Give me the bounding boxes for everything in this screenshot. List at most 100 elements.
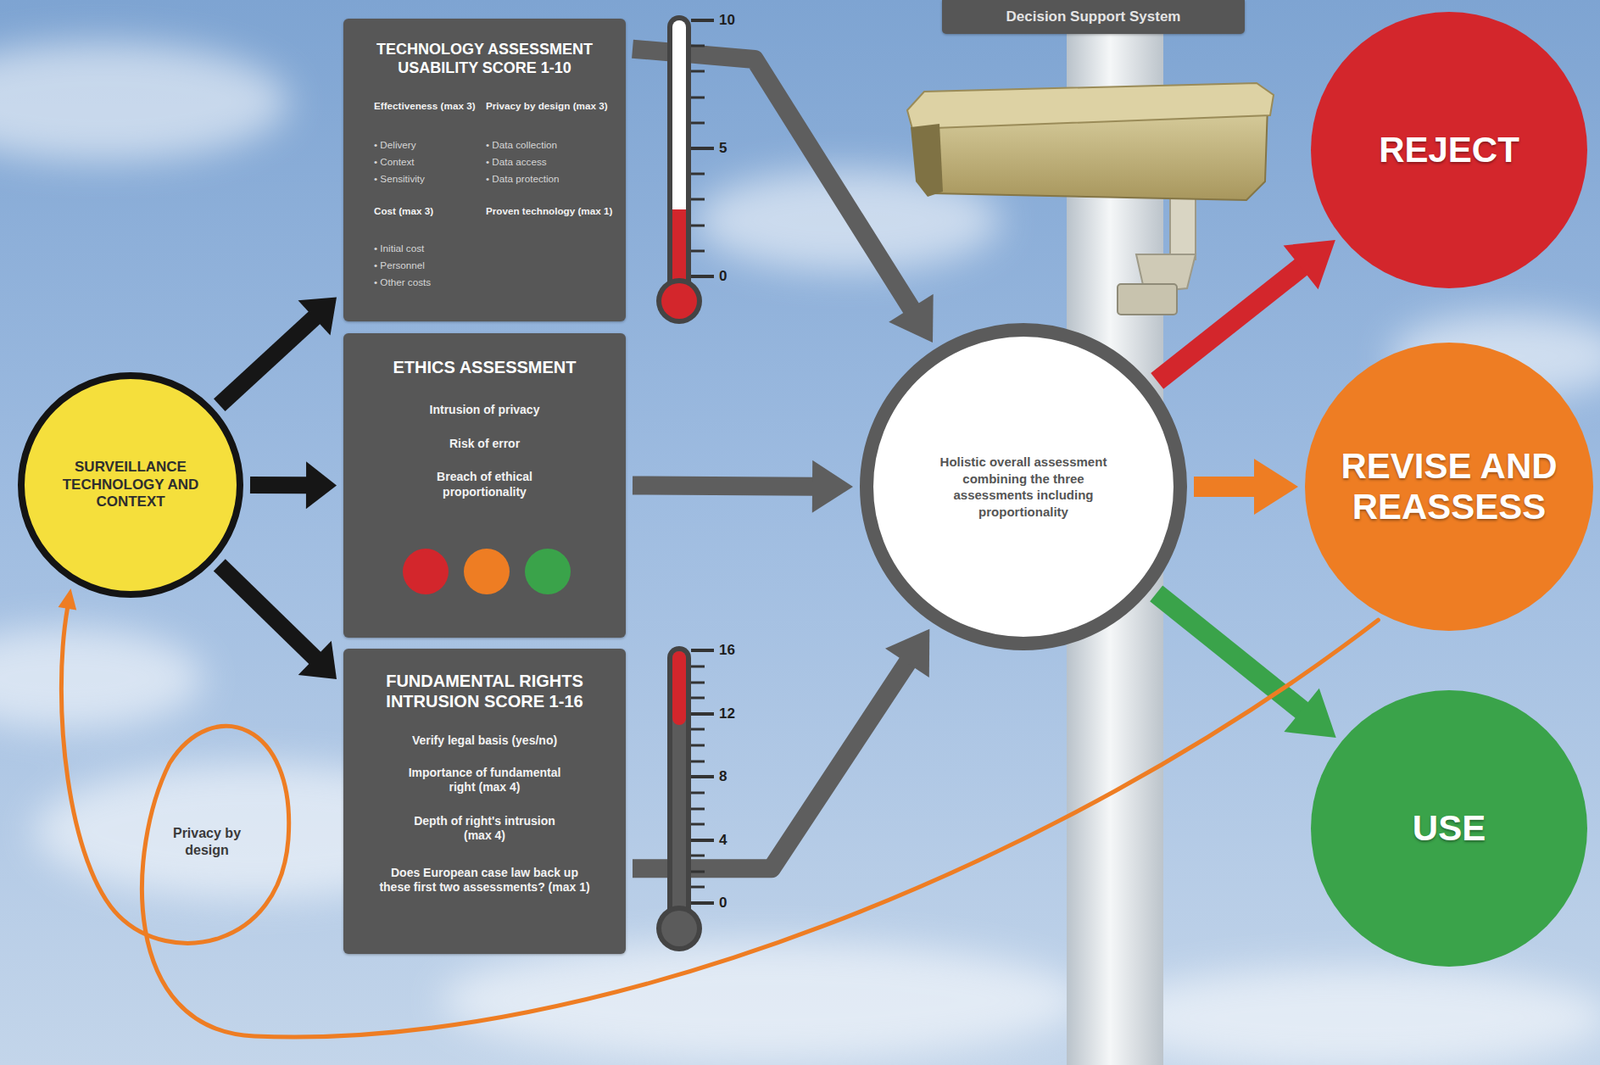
text-slot: Proven technology (max 1): [485, 205, 614, 218]
circle-text: REJECT: [1326, 129, 1573, 171]
scale-number: 4: [719, 831, 727, 849]
arrow-head: [1283, 688, 1336, 738]
thermometer: [656, 646, 714, 952]
box-text: • Data collection: [485, 139, 618, 152]
text-slot: • Context: [373, 156, 483, 169]
box-text: Proven technology (max 1): [485, 205, 614, 218]
assessment-box: FUNDAMENTAL RIGHTS INTRUSION SCORE 1-16V…: [343, 648, 626, 954]
box-text: Breach of ethical proportionality: [408, 469, 562, 500]
text-slot: 8: [719, 768, 727, 786]
text-slot: 0: [719, 267, 727, 285]
box-text: Privacy by design (max 3): [485, 100, 614, 113]
arrow-head: [58, 588, 78, 611]
arrow-head: [885, 629, 930, 678]
outcome-circle: REVISE AND REASSESS: [1304, 342, 1594, 631]
arrow-line: [632, 49, 912, 310]
text-slot: 16: [719, 641, 736, 659]
text-slot: Privacy by design: [164, 825, 250, 859]
arrow-line: [1193, 476, 1256, 497]
text-slot: 0: [719, 894, 727, 912]
box-text: • Sensitivity: [373, 172, 483, 186]
connector: [1156, 593, 1337, 738]
box-heading: Decision Support System: [1006, 7, 1182, 26]
text-slot: Effectiveness (max 3): [373, 100, 476, 113]
connector: [219, 564, 337, 680]
camera-bracket: [1117, 191, 1196, 315]
thermometer: [656, 15, 714, 324]
arrow-head: [1254, 458, 1299, 515]
box-text: Verify legal basis (yes/no): [374, 733, 596, 749]
box-text: • Data access: [485, 156, 618, 169]
scale-number: 5: [719, 139, 727, 157]
circle-text: SURVEILLANCE TECHNOLOGY AND CONTEXT: [55, 458, 207, 511]
text-slot: • Data access: [485, 156, 618, 169]
box-heading: FUNDAMENTAL RIGHTS INTRUSION SCORE 1-16: [349, 670, 621, 712]
scale-number: 0: [719, 267, 727, 285]
outcome-circle: REJECT: [1310, 11, 1588, 289]
arrow-line: [632, 662, 909, 870]
arrow-head: [812, 460, 853, 513]
box-text: Risk of error: [374, 436, 596, 452]
box-text: Importance of fundamental right (max 4): [400, 765, 570, 796]
arrow-line: [250, 476, 308, 494]
outcome-circle: USE: [1310, 690, 1588, 967]
text-slot: • Other costs: [373, 276, 483, 290]
text-slot: Privacy by design (max 3): [485, 100, 614, 113]
text-slot: 5: [719, 139, 727, 157]
box-text: Does European case law back up these fir…: [376, 865, 593, 896]
text-slot: Cost (max 3): [373, 205, 476, 218]
arrow-line: [219, 564, 317, 659]
connector: [632, 460, 853, 513]
text-slot: • Personnel: [373, 259, 483, 273]
circle-outline: [859, 323, 1188, 651]
box-text: • Other costs: [373, 276, 483, 290]
text-slot: 4: [719, 831, 727, 849]
text-slot: • Delivery: [373, 139, 483, 152]
arrow-head: [298, 641, 337, 680]
box-heading: ETHICS ASSESSMENT: [353, 356, 617, 378]
connector: [1157, 239, 1336, 381]
circle-text: REVISE AND REASSESS: [1321, 445, 1577, 529]
box-text: Depth of right's intrusion (max 4): [408, 813, 562, 844]
box-text: Cost (max 3): [373, 205, 476, 218]
text-slot: 10: [719, 11, 736, 29]
arrow-line: [1156, 593, 1304, 712]
connector: [58, 588, 1379, 1037]
text-slot: • Initial cost: [373, 242, 483, 256]
scale-number: 8: [719, 768, 727, 786]
arrow-line: [632, 485, 814, 487]
box-text: Effectiveness (max 3): [373, 100, 476, 113]
box-text: • Personnel: [373, 259, 483, 273]
box-text: • Delivery: [373, 139, 483, 152]
connector: [632, 629, 930, 869]
connector: [632, 49, 934, 343]
scale-number: 16: [719, 641, 736, 659]
box-text: • Data protection: [485, 172, 618, 186]
arrow-line: [1157, 266, 1303, 381]
text-slot: • Sensitivity: [373, 172, 483, 186]
scale-number: 10: [719, 11, 736, 29]
text-slot: • Data protection: [485, 172, 618, 186]
box-text: • Context: [373, 156, 483, 169]
arrow-head: [1283, 239, 1336, 290]
arrow-line: [219, 317, 316, 406]
circle-text: Holistic overall assessment combining th…: [932, 453, 1115, 520]
connector: [1193, 458, 1299, 515]
scale-number: 12: [719, 705, 736, 723]
assessment-box: TECHNOLOGY ASSESSMENT USABILITY SCORE 1-…: [343, 18, 626, 322]
box-text: Intrusion of privacy: [374, 402, 596, 419]
assessment-circle: Holistic overall assessment combining th…: [859, 323, 1188, 651]
box-text: • Initial cost: [373, 242, 483, 256]
assessment-box: ETHICS ASSESSMENT Intrusion of privacyRis…: [343, 333, 626, 638]
connector: [250, 461, 337, 509]
circle-text: USE: [1326, 808, 1573, 849]
arrow-head: [888, 294, 934, 343]
text-slot: TECHNOLOGY ASSESSMENT USABILITY SCORE 1-…: [343, 40, 626, 78]
text-slot: • Data collection: [485, 139, 618, 152]
arrow-head: [306, 461, 337, 509]
connector: [219, 296, 337, 405]
system-tag: Decision Support System: [942, 0, 1245, 34]
context-circle: SURVEILLANCE TECHNOLOGY AND CONTEXT: [17, 372, 244, 598]
arrow-head: [298, 296, 338, 335]
